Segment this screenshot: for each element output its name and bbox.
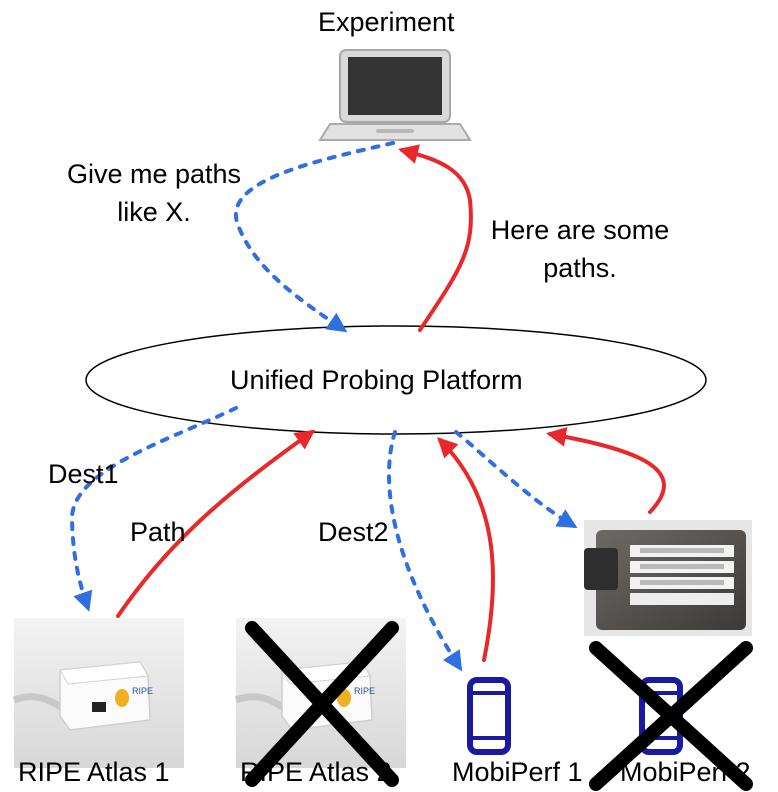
path-arrow [116,429,316,618]
dest2-arrow [387,430,463,672]
response-label-line-1: Here are some [490,215,670,245]
smartphone-icon [467,677,511,755]
dest2-label: Dest2 [318,517,389,547]
request-label-line-1: Give me paths [66,159,242,189]
device-label-mobiperf-1: MobiPerf 1 [452,757,583,787]
response-label-line-2: paths. [543,253,617,283]
request-label-line-2: like X. [117,197,191,227]
cross-out-icon [245,621,399,787]
response-arrow [398,144,473,332]
request-arrow [233,141,395,333]
svg-text:RIPE: RIPE [354,686,375,696]
device-label-ripe-atlas-1: RIPE Atlas 1 [18,757,170,787]
ripe-atlas-probe-icon: RIPE [12,618,184,768]
box-response-arrow [546,426,666,514]
path-label: Path [130,517,186,547]
laptop-icon [318,49,472,141]
svg-text:RIPE: RIPE [132,686,153,696]
box-request-arrow [454,430,578,529]
dest1-label: Dest1 [48,459,119,489]
experiment-label: Experiment [318,7,455,37]
device-label-mobiperf-2: MobiPerf 2 [620,757,751,787]
response-label: Here are some paths. [470,214,690,284]
labeled-probe-box-icon [584,520,752,636]
request-label: Give me paths like X. [44,158,264,228]
dest1-arrow [69,406,238,612]
platform-label: Unified Probing Platform [230,365,523,395]
device-label-ripe-atlas-2: RIPE Atlas 2 [240,757,392,787]
cross-out-icon [589,641,753,791]
mobiperf1-response-arrow [437,437,495,662]
